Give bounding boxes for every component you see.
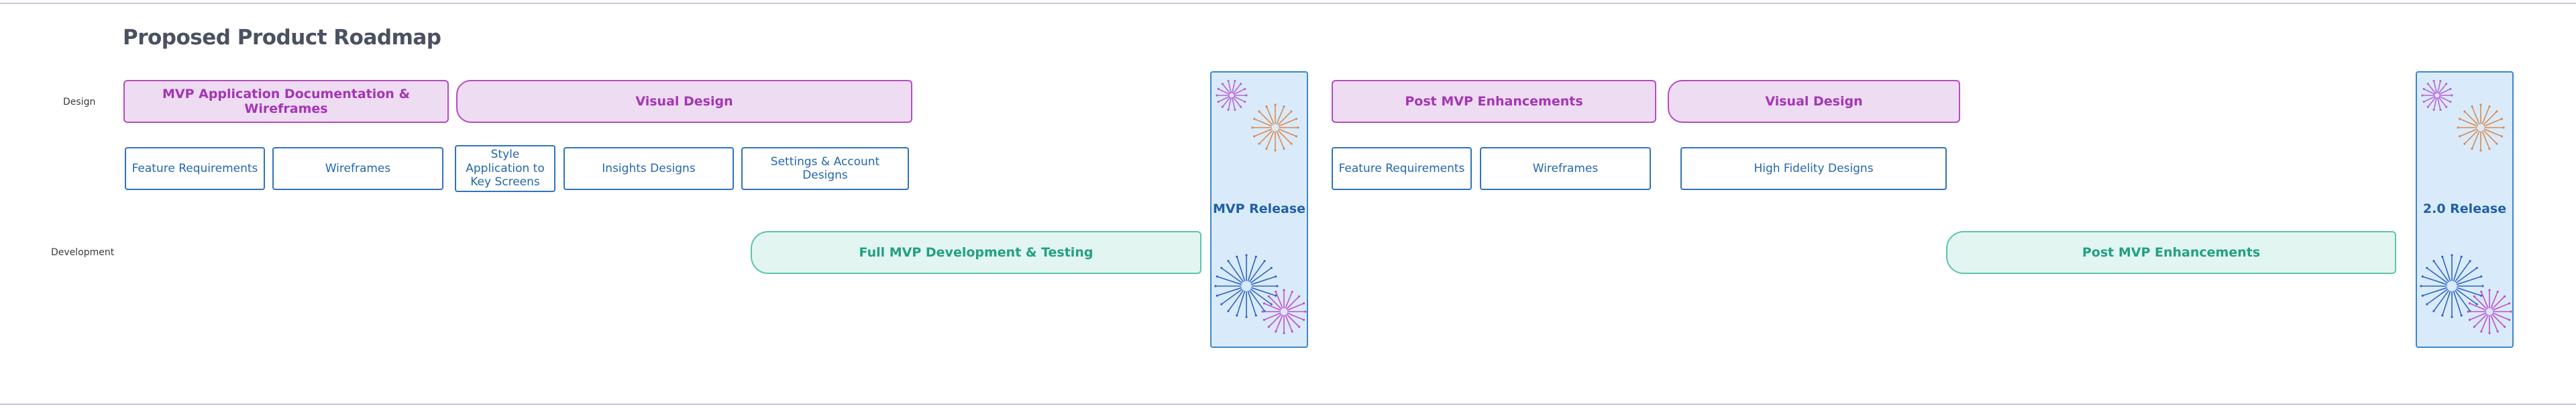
dev-post-mvp-enhancements[interactable]: Post MVP Enhancements (1946, 231, 2396, 274)
release-label-2-0: 2.0 Release (2422, 201, 2507, 216)
page-title: Proposed Product Roadmap (123, 26, 441, 50)
phase-visual-design-mvp[interactable]: Visual Design (456, 80, 912, 123)
task-wireframes-mvp[interactable]: Wireframes (272, 147, 443, 190)
phase-mvp-documentation-wireframes[interactable]: MVP Application Documentation & Wirefram… (123, 80, 449, 123)
task-feature-requirements-v2[interactable]: Feature Requirements (1332, 147, 1472, 190)
fireworks-icon (1214, 79, 1307, 334)
top-rule (0, 3, 2576, 4)
fireworks-icon (2420, 79, 2512, 334)
phase-visual-design-v2[interactable]: Visual Design (1668, 80, 1960, 123)
task-settings-account-designs[interactable]: Settings & Account Designs (741, 147, 909, 190)
row-label-design: Design (63, 97, 96, 107)
bottom-rule (0, 404, 2576, 405)
release-2-0[interactable]: 2.0 Release (2416, 71, 2514, 348)
release-label-mvp: MVP Release (1212, 201, 1306, 216)
release-mvp[interactable]: MVP Release (1210, 71, 1308, 348)
task-wireframes-v2[interactable]: Wireframes (1480, 147, 1651, 190)
task-insights-designs[interactable]: Insights Designs (564, 147, 734, 190)
task-style-application[interactable]: Style Application to Key Screens (455, 145, 555, 192)
phase-post-mvp-enhancements-design[interactable]: Post MVP Enhancements (1332, 80, 1656, 123)
task-high-fidelity-designs[interactable]: High Fidelity Designs (1680, 147, 1947, 190)
dev-full-mvp-development-testing[interactable]: Full MVP Development & Testing (751, 231, 1201, 274)
row-label-development: Development (51, 247, 115, 258)
task-feature-requirements-mvp[interactable]: Feature Requirements (125, 147, 265, 190)
